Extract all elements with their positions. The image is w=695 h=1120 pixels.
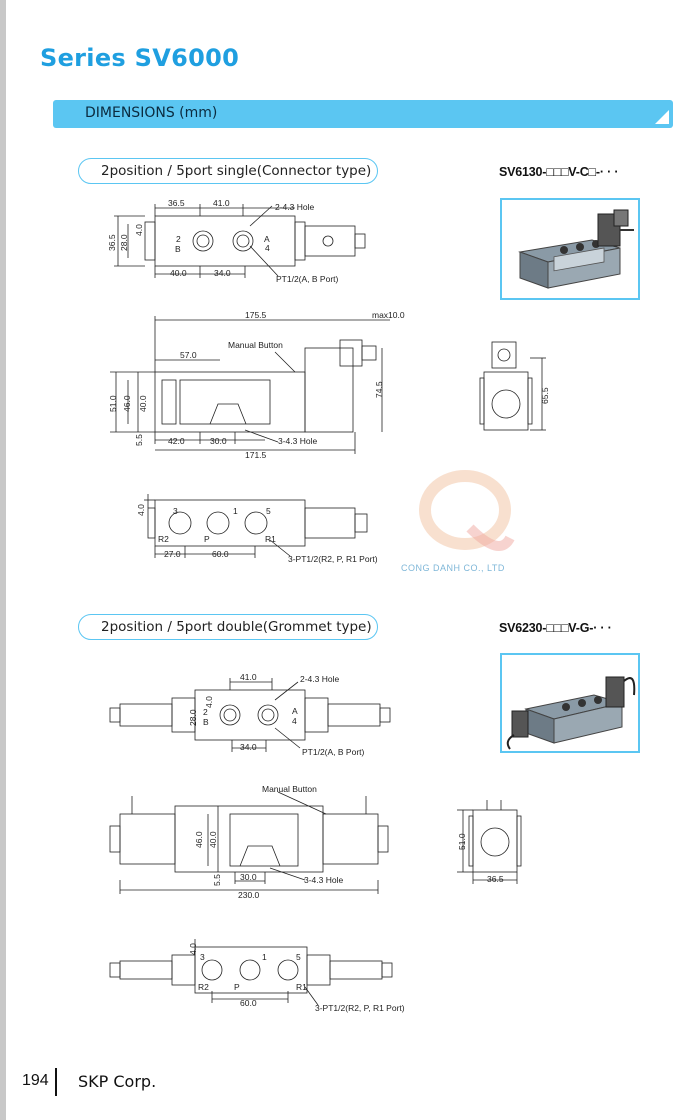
port-label: R1 xyxy=(265,534,276,544)
watermark-text: CONG DANH CO., LTD xyxy=(401,563,505,573)
hole-note: 3-4.3 Hole xyxy=(278,436,317,446)
dim-label: 171.5 xyxy=(245,450,267,460)
section1-front-view: 175.5 max10.0 57.0 51.0 46.0 40.0 74.5 5… xyxy=(108,310,405,460)
section2-bottom-view: 4.0 60.0 3 1 5 R2 P R1 3-PT1/2(R2, P, R1… xyxy=(109,939,405,1013)
manual-button-label: Manual Button xyxy=(262,784,317,794)
dim-label: 42.0 xyxy=(168,436,185,446)
dim-label: 4.0 xyxy=(188,943,198,955)
dim-label: 65.5 xyxy=(540,387,550,404)
port-label: 4 xyxy=(265,243,270,253)
port-label: R2 xyxy=(198,982,209,992)
dim-label: 5.5 xyxy=(212,874,222,886)
series-title: Series SV6000 xyxy=(40,44,240,72)
port-note: 3-PT1/2(R2, P, R1 Port) xyxy=(315,1003,405,1013)
dim-label: 57.0 xyxy=(180,350,197,360)
dim-label: 40.0 xyxy=(208,831,218,848)
section2-side-view: 51.0 36.5 xyxy=(457,800,522,884)
port-label: B xyxy=(203,717,209,727)
dim-label: max10.0 xyxy=(372,310,405,320)
dim-label: 4.0 xyxy=(136,504,146,516)
dim-label: 4.0 xyxy=(134,224,144,236)
port-label: P xyxy=(204,534,210,544)
dim-label: 60.0 xyxy=(212,549,229,559)
port-note: PT1/2(A, B Port) xyxy=(302,747,365,757)
section1-product-photo xyxy=(500,198,640,300)
port-note: 3-PT1/2(R2, P, R1 Port) xyxy=(288,554,378,564)
section1-side-view: 65.5 xyxy=(479,341,550,431)
dim-label: 46.0 xyxy=(194,831,204,848)
port-label: 5 xyxy=(296,952,301,962)
dim-label: 74.5 xyxy=(374,381,384,398)
port-label: P xyxy=(234,982,240,992)
valve-single-photo-icon xyxy=(518,209,634,289)
port-label: 1 xyxy=(233,506,238,516)
hole-note: 2-4.3 Hole xyxy=(275,202,314,212)
port-label: A xyxy=(292,706,298,716)
port-label: 2 xyxy=(203,707,208,717)
port-label: 3 xyxy=(173,506,178,516)
manual-button-label: Manual Button xyxy=(228,340,283,350)
dim-label: 40.0 xyxy=(170,268,187,278)
section1-bottom-view: 4.0 27.0 60.0 3 1 5 R2 P R1 3-PT1/2(R2, … xyxy=(136,494,378,564)
section1-top-view: 36.5 41.0 36.5 28.0 4.0 40.0 34.0 2 4 B … xyxy=(107,198,366,284)
port-label: 2 xyxy=(176,234,181,244)
dim-label: 36.5 xyxy=(487,874,504,884)
dim-label: 60.0 xyxy=(240,998,257,1008)
port-label: B xyxy=(175,244,181,254)
dim-label: 4.0 xyxy=(204,696,214,708)
company-name: SKP Corp. xyxy=(78,1072,157,1091)
section2-top-view: 41.0 28.0 4.0 34.0 2 4 B A 2-4.3 Hole PT… xyxy=(109,672,391,757)
dim-label: 36.5 xyxy=(107,234,117,251)
dim-label: 41.0 xyxy=(240,672,257,682)
section1-model-code: SV6130-□□□V-C□-· · · xyxy=(499,165,619,179)
section1-caption: 2position / 5port single(Connector type) xyxy=(78,158,378,184)
section2-front-view: 46.0 40.0 5.5 30.0 230.0 Manual Button 3… xyxy=(109,784,389,900)
port-label: R1 xyxy=(296,982,307,992)
dim-label: 51.0 xyxy=(457,833,467,850)
dimensions-label: DIMENSIONS (mm) xyxy=(85,105,218,121)
dim-label: 175.5 xyxy=(245,310,267,320)
port-label: A xyxy=(264,234,270,244)
dim-label: 30.0 xyxy=(240,872,257,882)
dim-label: 28.0 xyxy=(188,709,198,726)
page-left-edge xyxy=(0,0,6,1120)
dim-label: 46.0 xyxy=(122,395,132,412)
valve-double-photo-icon xyxy=(506,676,636,750)
dim-label: 41.0 xyxy=(213,198,230,208)
page-number: 194 xyxy=(22,1072,49,1089)
dim-label: 30.0 xyxy=(210,436,227,446)
dim-label: 36.5 xyxy=(168,198,185,208)
hole-note: 3-4.3 Hole xyxy=(304,875,343,885)
dim-label: 230.0 xyxy=(238,890,260,900)
footer-divider xyxy=(55,1068,57,1096)
port-label: 3 xyxy=(200,952,205,962)
dim-label: 5.5 xyxy=(134,434,144,446)
dim-label: 51.0 xyxy=(108,395,118,412)
port-label: 5 xyxy=(266,506,271,516)
port-label: 1 xyxy=(262,952,267,962)
dim-label: 40.0 xyxy=(138,395,148,412)
dim-label: 34.0 xyxy=(240,742,257,752)
section2-model-code: SV6230-□□□V-G-· · · xyxy=(499,621,612,635)
section2-product-photo xyxy=(500,653,640,753)
dim-label: 34.0 xyxy=(214,268,231,278)
port-label: 4 xyxy=(292,716,297,726)
hole-note: 2-4.3 Hole xyxy=(300,674,339,684)
port-label: R2 xyxy=(158,534,169,544)
dimensions-header: DIMENSIONS (mm) xyxy=(53,100,673,128)
dim-label: 28.0 xyxy=(119,234,129,251)
dim-label: 27.0 xyxy=(164,549,181,559)
section2-caption: 2position / 5port double(Grommet type) xyxy=(78,614,378,640)
corner-fold-icon xyxy=(655,110,669,124)
port-note: PT1/2(A, B Port) xyxy=(276,274,339,284)
company-logo-watermark xyxy=(419,470,515,551)
